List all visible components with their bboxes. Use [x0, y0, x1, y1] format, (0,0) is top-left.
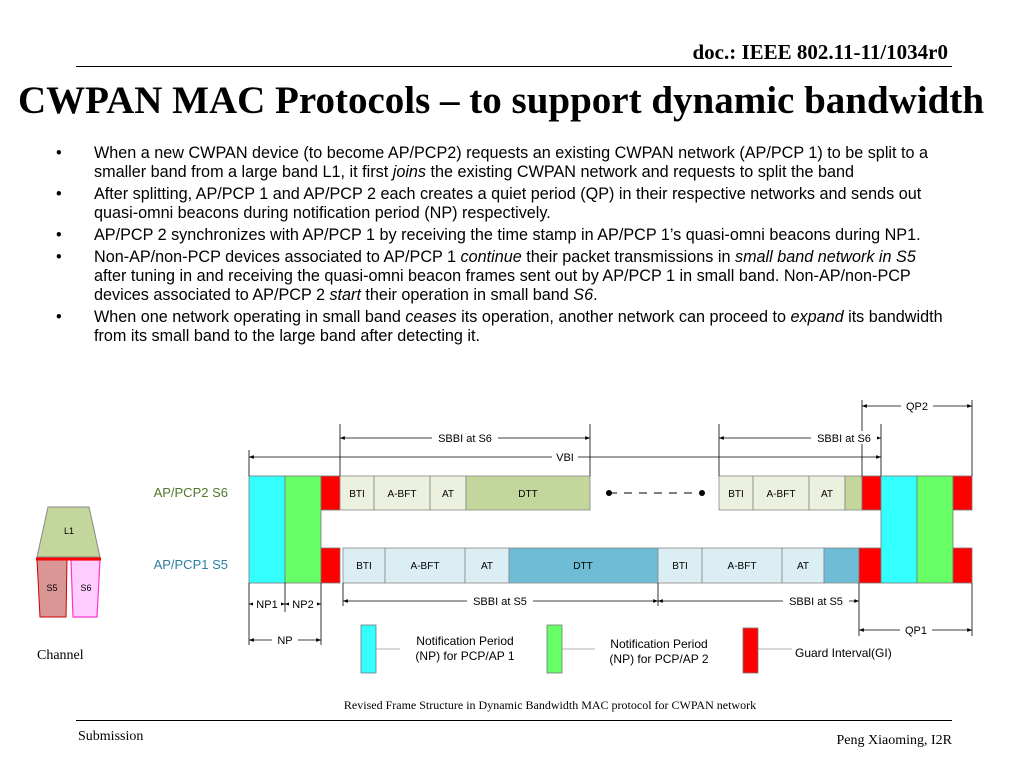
legend-np2-text: Notification Period (NP) for PCP/AP 2: [609, 637, 709, 666]
legend-gi-text: Guard Interval(GI): [795, 646, 892, 660]
bullet-emphasis: S6: [573, 286, 594, 304]
bullet-text: the existing CWPAN network and requests …: [426, 163, 855, 181]
sbbi-s5-label: SBBI at S5: [473, 596, 527, 608]
bullet-emphasis: start: [329, 286, 361, 304]
bullet-text: Non-AP/non-PCP devices associated to AP/…: [94, 248, 461, 266]
row2-dtt: [465, 475, 591, 511]
row2-abft-label: A-BFT: [767, 489, 796, 500]
gi-block: [952, 547, 973, 584]
row1-at-label: AT: [797, 561, 809, 572]
legend-np1-swatch: [360, 624, 377, 674]
bullet-text: .: [593, 286, 598, 304]
channel-label: Channel: [37, 648, 84, 663]
channel-l1-label: L1: [64, 526, 74, 536]
row1-dtt-label: DTT: [573, 561, 592, 572]
bullet-emphasis: small band network in S5: [734, 248, 916, 266]
bullet-emphasis: joins: [392, 163, 427, 181]
bullet-text: their operation in small band: [360, 286, 574, 304]
row-label-pcp1: AP/PCP1 S5: [154, 557, 228, 572]
vbi-label: VBI: [556, 452, 574, 464]
row2-at-label: AT: [821, 489, 833, 500]
row1-bti-label: BTI: [672, 561, 688, 572]
legend-np2-swatch: [546, 624, 563, 674]
row2-abft: [752, 475, 810, 511]
row2-bti: [718, 475, 754, 511]
row2-abft-label: A-BFT: [388, 489, 417, 500]
footer-author: Peng Xiaoming, I2R: [836, 733, 953, 748]
slide-title: CWPAN MAC Protocols – to support dynamic…: [18, 79, 985, 122]
np1-block-right: [880, 475, 918, 584]
gi-block: [952, 475, 973, 511]
row1-at-label: AT: [481, 561, 493, 572]
bullet-emphasis: ceases: [405, 308, 457, 326]
row2-at: [429, 475, 467, 511]
bullet-text: after tuning in and receiving the quasi-…: [94, 267, 911, 304]
row1-bti: [342, 547, 386, 584]
np2-block-right: [916, 475, 954, 584]
bullet-list: When a new CWPAN device (to become AP/PC…: [52, 144, 952, 349]
row2-bti: [339, 475, 375, 511]
np-label: NP: [277, 635, 292, 647]
row2-abft: [373, 475, 431, 511]
channel-l1-band: [36, 506, 101, 558]
row2-at-label: AT: [442, 489, 454, 500]
footer-submission: Submission: [78, 729, 144, 744]
bullet-item: After splitting, AP/PCP 1 and AP/PCP 2 e…: [52, 185, 952, 223]
np2-label: NP2: [292, 599, 313, 611]
bullet-item: When a new CWPAN device (to become AP/PC…: [52, 144, 952, 182]
np1-label: NP1: [256, 599, 277, 611]
gi-block: [320, 547, 341, 584]
bullet-text: After splitting, AP/PCP 1 and AP/PCP 2 e…: [94, 185, 922, 222]
row-label-pcp2: AP/PCP2 S6: [154, 485, 228, 500]
row2-dtt-label: DTT: [518, 489, 537, 500]
legend-np1-text: Notification Period (NP) for PCP/AP 1: [415, 634, 515, 663]
bullet-text: AP/PCP 2 synchronizes with AP/PCP 1 by r…: [94, 226, 921, 244]
footer-divider: [76, 720, 952, 721]
bullet-text: When one network operating in small band: [94, 308, 406, 326]
bullet-item: AP/PCP 2 synchronizes with AP/PCP 1 by r…: [52, 226, 952, 245]
bullet-text: its bandwidth from its small band to the…: [94, 308, 943, 345]
gi-block: [858, 547, 882, 584]
bullet-item: Non-AP/non-PCP devices associated to AP/…: [52, 248, 952, 305]
bullet-emphasis: expand: [790, 308, 844, 326]
row1-abft-label: A-BFT: [411, 561, 440, 572]
row2-at: [808, 475, 846, 511]
gi-block: [861, 475, 882, 511]
channel-s6-label: S6: [80, 583, 91, 593]
row1-bti-label: BTI: [356, 561, 372, 572]
row1-bti: [657, 547, 703, 584]
bullet-item: When one network operating in small band…: [52, 308, 952, 346]
bullet-text: When a new CWPAN device (to become AP/PC…: [94, 144, 929, 181]
continuation-dot: [606, 490, 612, 496]
continuation-dot: [699, 490, 705, 496]
channel-s5-label: S5: [46, 583, 57, 593]
row2-bti-label: BTI: [349, 489, 365, 500]
np1-block-left: [248, 475, 286, 584]
row1-abft: [701, 547, 783, 584]
row2-dtt-tail: [844, 475, 863, 511]
header-divider: [76, 66, 952, 67]
figure-caption: Revised Frame Structure in Dynamic Bandw…: [343, 698, 757, 712]
legend-gi-swatch: [742, 627, 759, 674]
sbbi-s6-label: SBBI at S6: [438, 433, 492, 445]
np2-block-left: [284, 475, 322, 584]
qp2-label: QP2: [906, 401, 928, 413]
sbbi-s5-label: SBBI at S5: [789, 596, 843, 608]
row2-bti-label: BTI: [728, 489, 744, 500]
bullet-text: its operation, another network can proce…: [456, 308, 791, 326]
bullet-emphasis: continue: [460, 248, 522, 266]
row1-dtt-tail: [823, 547, 860, 584]
sbbi-s6-label: SBBI at S6: [817, 433, 871, 445]
qp1-label: QP1: [905, 625, 927, 637]
document-id: doc.: IEEE 802.11-11/1034r0: [692, 40, 948, 64]
bullet-text: their packet transmissions in: [521, 248, 735, 266]
row1-at: [464, 547, 510, 584]
gi-block: [320, 475, 341, 511]
row1-abft-label: A-BFT: [728, 561, 757, 572]
